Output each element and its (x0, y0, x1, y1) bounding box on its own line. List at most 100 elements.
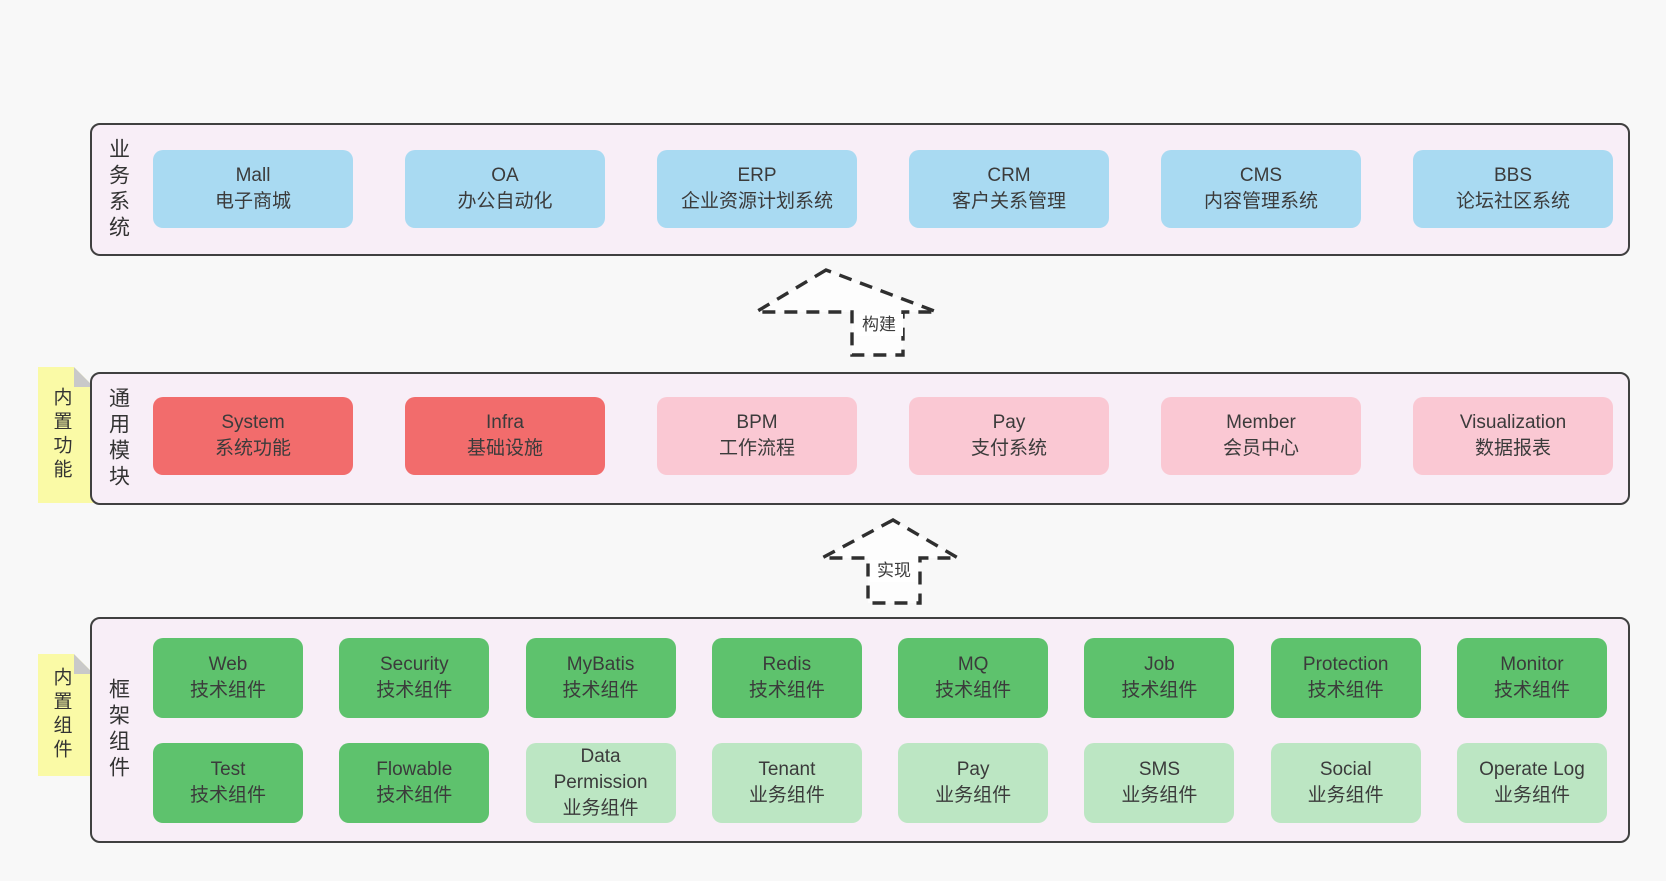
box-title: MyBatis (566, 654, 635, 675)
box-title: System (221, 412, 285, 433)
box-subtitle: 业务组件 (1307, 785, 1384, 806)
diagram-box-flowable: Flowable 技术组件 (339, 743, 490, 823)
common-module-boxes: System 系统功能 Infra 基础设施 BPM 工作流程 Pay 支付系统 Member 会… (153, 397, 1613, 475)
box-subtitle: 客户关系管理 (951, 191, 1066, 212)
box-title: Pay (956, 759, 990, 780)
diagram-box-oa: OA 办公自动化 (405, 150, 605, 228)
box-subtitle: 支付系统 (970, 438, 1047, 459)
box-subtitle: 业务组件 (748, 785, 825, 806)
box-subtitle: 电子商城 (214, 191, 291, 212)
sticky-note-built-in-components: 内置组件 (38, 654, 94, 776)
diagram-box-visualization: Visualization 数据报表 (1413, 397, 1613, 475)
box-title: ERP (737, 165, 777, 186)
sticky-note-built-in-features: 内置功能 (38, 367, 94, 503)
diagram-box-erp: ERP 企业资源计划系统 (657, 150, 857, 228)
box-title: Pay (992, 412, 1026, 433)
diagram-box-bbs: BBS 论坛社区系统 (1413, 150, 1613, 228)
box-title: Flowable (376, 759, 453, 780)
box-subtitle: 内容管理系统 (1203, 191, 1318, 212)
diagram-box-data-permission: Data Permission 业务组件 (525, 743, 676, 823)
box-title: SMS (1138, 759, 1180, 780)
diagram-box-system: System 系统功能 (153, 397, 353, 475)
build-arrow-label: 构建 (855, 314, 903, 336)
box-subtitle: 技术组件 (748, 680, 825, 701)
diagram-box-infra: Infra 基础设施 (405, 397, 605, 475)
box-subtitle: 技术组件 (562, 680, 639, 701)
diagram-box-operate-log: Operate Log 业务组件 (1456, 743, 1607, 823)
box-title: Data Permission (553, 746, 648, 793)
sticky-note-label: 内置功能 (50, 387, 72, 483)
box-subtitle: 业务组件 (1121, 785, 1198, 806)
box-subtitle: 企业资源计划系统 (680, 191, 833, 212)
build-arrow-icon (749, 268, 938, 357)
box-subtitle: 基础设施 (466, 438, 543, 459)
diagram-box-mybatis: MyBatis 技术组件 (525, 638, 676, 718)
box-title: Web (208, 654, 248, 675)
box-subtitle: 技术组件 (189, 785, 266, 806)
box-subtitle: 业务组件 (562, 798, 639, 819)
box-title: Job (1144, 654, 1175, 675)
box-title: BPM (736, 412, 778, 433)
diagram-box-monitor: Monitor 技术组件 (1456, 638, 1607, 718)
box-title: Monitor (1500, 654, 1564, 675)
box-subtitle: 业务组件 (1493, 785, 1570, 806)
diagram-box-security: Security 技术组件 (339, 638, 490, 718)
box-subtitle: 论坛社区系统 (1455, 191, 1570, 212)
box-title: Social (1319, 759, 1372, 780)
box-title: BBS (1493, 165, 1533, 186)
diagram-box-member: Member 会员中心 (1161, 397, 1361, 475)
diagram-box-pay: Pay 业务组件 (898, 743, 1049, 823)
box-subtitle: 技术组件 (376, 785, 453, 806)
box-title: OA (491, 165, 519, 186)
box-title: Test (210, 759, 246, 780)
diagram-box-test: Test 技术组件 (153, 743, 303, 823)
diagram-box-job: Job 技术组件 (1084, 638, 1235, 718)
panel-title: 业务系统 (106, 137, 130, 242)
box-title: MQ (957, 654, 989, 675)
panel-business-systems: 业务系统 Mall 电子商城 OA 办公自动化 ERP 企业资源计划系统 CRM 客户关系管理… (90, 123, 1630, 256)
sticky-note-label: 内置组件 (50, 667, 72, 763)
box-subtitle: 数据报表 (1474, 438, 1551, 459)
box-subtitle: 系统功能 (214, 438, 291, 459)
box-title: Operate Log (1479, 759, 1585, 780)
diagram-box-social: Social 业务组件 (1270, 743, 1421, 823)
box-subtitle: 技术组件 (1493, 680, 1570, 701)
box-title: Redis (762, 654, 812, 675)
box-title: Tenant (758, 759, 816, 780)
diagram-box-bpm: BPM 工作流程 (657, 397, 857, 475)
box-title: Security (379, 654, 449, 675)
diagram-box-redis: Redis 技术组件 (711, 638, 862, 718)
box-subtitle: 会员中心 (1222, 438, 1299, 459)
diagram-box-protection: Protection 技术组件 (1270, 638, 1421, 718)
diagram-box-sms: SMS 业务组件 (1084, 743, 1235, 823)
diagram-box-mall: Mall 电子商城 (153, 150, 353, 228)
diagram-box-mq: MQ 技术组件 (898, 638, 1049, 718)
box-subtitle: 工作流程 (718, 438, 795, 459)
diagram-box-crm: CRM 客户关系管理 (909, 150, 1109, 228)
box-subtitle: 技术组件 (1121, 680, 1198, 701)
implement-arrow-label: 实现 (870, 560, 918, 582)
business-system-boxes: Mall 电子商城 OA 办公自动化 ERP 企业资源计划系统 CRM 客户关系管理 CMS 内容… (153, 150, 1613, 228)
box-title: CRM (987, 165, 1031, 186)
box-title: Visualization (1459, 412, 1567, 433)
box-title: Mall (235, 165, 271, 186)
box-title: Infra (485, 412, 525, 433)
panel-title: 框架组件 (106, 678, 130, 782)
box-subtitle: 办公自动化 (457, 191, 553, 212)
box-subtitle: 技术组件 (1307, 680, 1384, 701)
box-title: Member (1226, 412, 1296, 433)
diagram-box-pay: Pay 支付系统 (909, 397, 1109, 475)
diagram-box-tenant: Tenant 业务组件 (711, 743, 862, 823)
box-subtitle: 业务组件 (935, 785, 1012, 806)
box-subtitle: 技术组件 (376, 680, 453, 701)
diagram-box-cms: CMS 内容管理系统 (1161, 150, 1361, 228)
box-subtitle: 技术组件 (935, 680, 1012, 701)
box-title: Protection (1302, 654, 1389, 675)
box-title: CMS (1239, 165, 1283, 186)
panel-title: 通用模块 (106, 386, 130, 491)
